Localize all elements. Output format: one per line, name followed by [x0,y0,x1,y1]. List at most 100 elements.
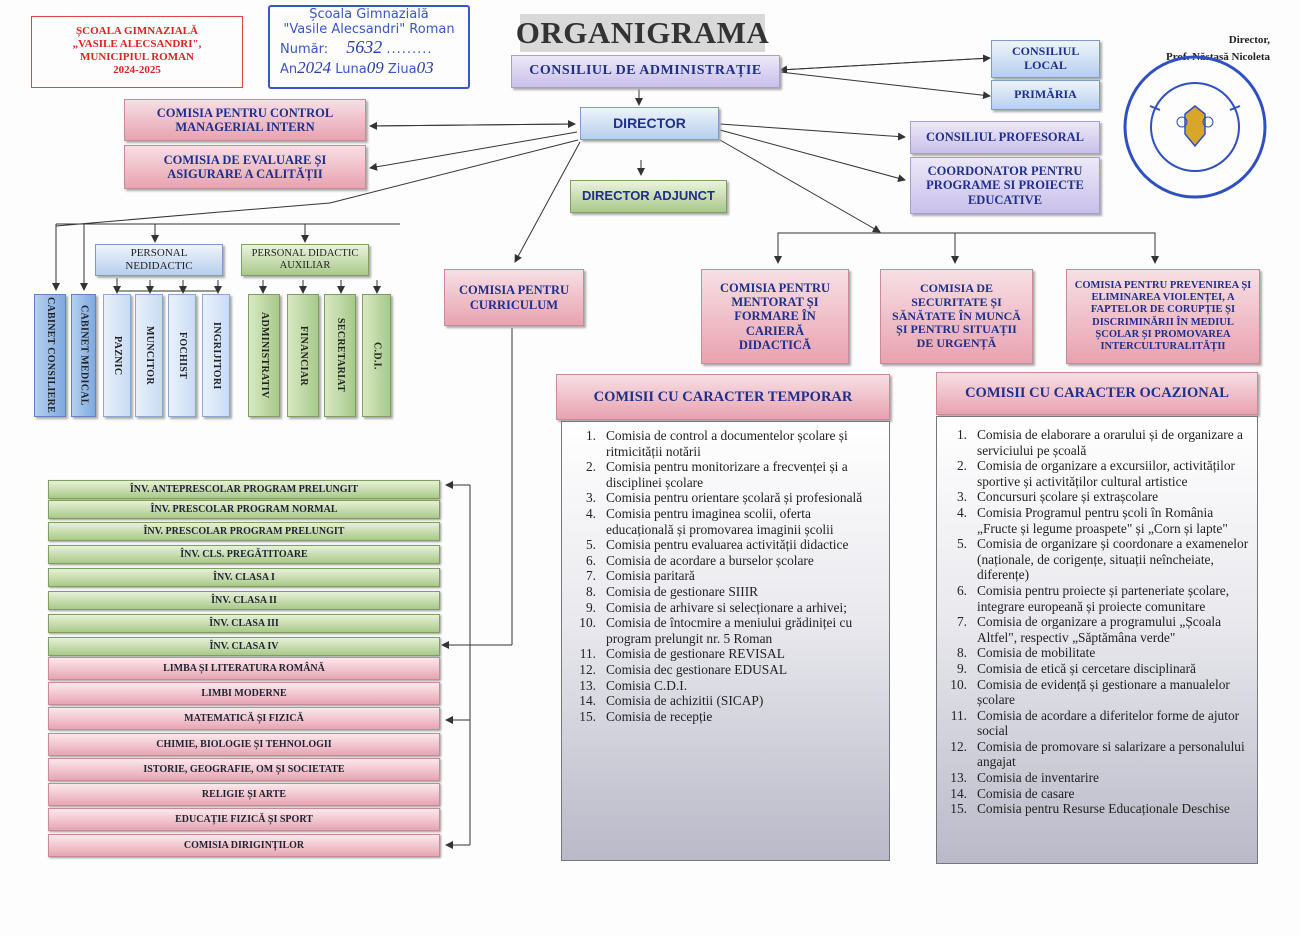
node-cdi: C.D.I. [362,294,391,417]
curriculum-row: ÎNV. CLASA I [48,568,440,587]
node-financiar: FINANCIAR [287,294,319,417]
list-item-number: 9. [585,599,596,615]
list-item-number: 4. [956,504,967,520]
list-item: 13.Comisia C.D.I. [566,678,881,694]
list-item-number: 7. [956,614,967,630]
list-item-text: Comisia de etică și cercetare disciplina… [977,660,1196,676]
node-primaria: PRIMĂRIA [991,80,1100,110]
list-item: 5. Comisia de organizare și coordonare a … [937,536,1251,583]
curriculum-row: ÎNV. CLASA II [48,591,440,610]
curriculum-row: LIMBA ȘI LITERATURA ROMÂNĂ [48,657,440,680]
temporar-list: 1. Comisia de control a documentelor școl… [566,428,881,724]
list-item-number: 11. [579,646,596,662]
list-item-text: Comisia de acordare a diferitelor forme … [977,707,1240,739]
node-control-managerial: COMISIA PENTRU CONTROL MANAGERIAL INTERN [124,99,366,141]
stamp-number-label: Număr: [280,42,329,57]
stamp-year-value: 2024 [297,58,332,77]
list-item-text: Comisia de elaborare a orarului și de or… [977,427,1243,458]
list-item-text: Comisia paritară [606,568,695,584]
ocazional-heading: COMISII CU CARACTER OCAZIONAL [936,372,1258,415]
stamp-line-1: Școala Gimnazială [309,7,429,22]
list-item-number: 1. [585,428,596,443]
list-item-text: Comisia de gestionare SIIIR [606,583,759,599]
list-item-number: 5. [956,536,967,552]
school-name-box: ȘCOALA GIMNAZIALĂ „VASILE ALECSANDRI", M… [31,16,243,88]
list-item: 1.Comisia de elaborare a orarului și de … [937,427,1251,458]
curriculum-row: ÎNV. PRESCOLAR PROGRAM PRELUNGIT [48,522,440,541]
list-item-number: 6. [585,552,596,568]
school-line-3: MUNICIPIUL ROMAN [80,51,194,63]
list-item: 4.Comisia pentru imaginea scolii, oferta… [566,506,881,537]
node-consiliul-administratie: CONSILIUL DE ADMINISTRAȚIE [511,55,780,88]
list-item-text: Comisia de recepție [606,708,713,724]
school-line-2: „VASILE ALECSANDRI", [72,38,202,50]
temporar-heading: COMISII CU CARACTER TEMPORAR [556,374,890,420]
list-item-number: 15. [950,801,967,817]
list-item-number: 7. [585,568,596,584]
curriculum-row: RELIGIE ȘI ARTE [48,783,440,806]
list-item: 12.Comisia de promovare si salarizare a … [937,739,1251,770]
list-item-text: Comisia pentru imaginea scolii, oferta e… [606,505,834,537]
list-item: 3. Comisia pentru orientare școlară și pr… [566,490,881,506]
list-item-number: 3. [585,490,596,506]
node-curriculum: COMISIA PENTRU CURRICULUM [444,269,584,326]
list-item-text: Comisia de organizare și coordonare a ex… [977,536,1249,583]
list-item-number: 15. [579,708,596,724]
list-item-text: Comisia de organizare a programului „Șco… [977,614,1222,645]
stamp-day-label: Ziua [387,62,417,77]
curriculum-row: MATEMATICĂ ȘI FIZICĂ [48,707,440,730]
list-item-number: 11. [950,707,967,723]
list-item-text: Comisia de control a documentelor școlar… [606,428,848,459]
list-item-number: 3. [956,489,967,505]
node-cabinet-consiliere: CABINET CONSILIERE [34,294,66,417]
list-item-number: 13. [950,770,967,786]
curriculum-row: ÎNV. CLS. PREGĂTITOARE [48,545,440,564]
list-item: 4. Comisia Programul pentru școli în Româ… [937,505,1251,536]
node-consiliul-profesoral: CONSILIUL PROFESORAL [910,121,1100,154]
list-item-number: 10. [579,615,596,631]
curriculum-row: LIMBI MODERNE [48,682,440,705]
list-item-text: Comisia pentru orientare școlară și prof… [606,490,863,506]
list-item-number: 14. [579,693,596,709]
list-item-number: 8. [585,583,596,599]
list-item: 12.Comisia dec gestionare EDUSAL [566,662,881,678]
list-item-text: Comisia dec gestionare EDUSAL [606,661,788,677]
list-item: 9.Comisia de etică și cercetare discipli… [937,661,1251,677]
list-item-number: 10. [950,676,967,692]
list-item: 11. Comisia de acordare a diferitelor for… [937,708,1251,739]
list-item: 6. Comisia pentru proiecte și parteneriat… [937,583,1251,614]
list-item-text: Comisia pentru evaluarea activității did… [606,537,849,553]
list-item: 3.Concursuri școlare și extrașcolare [937,489,1251,505]
list-item: 7. Comisia paritară [566,568,881,584]
node-personal-auxiliar: PERSONAL DIDACTIC AUXILIAR [241,244,369,276]
curriculum-row: ÎNV. PRESCOLAR PROGRAM NORMAL [48,500,440,519]
node-secretariat: SECRETARIAT [324,294,356,417]
node-muncitor: MUNCITOR [135,294,163,417]
list-item: 7. Comisia de organizare a programului „Ș… [937,614,1251,645]
list-item-number: 6. [956,582,967,598]
stamp-year-label: An [280,62,298,77]
list-item: 13.Comisia de inventarire [937,770,1251,786]
node-violenta: COMISIA PENTRU PREVENIREA ȘI ELIMINAREA … [1066,269,1260,364]
list-item-text: Comisia Programul pentru școli în Români… [977,504,1228,536]
node-director-adjunct: DIRECTOR ADJUNCT [570,180,727,213]
list-item-text: Comisia pentru proiecte și parteneriate … [977,582,1230,614]
node-director: DIRECTOR [580,107,719,140]
list-item-number: 5. [585,537,596,553]
list-item-number: 12. [950,738,967,754]
node-personal-nedidactic: PERSONAL NEDIDACTIC [95,244,223,276]
list-item-text: Comisia pentru monitorizare a frecvenței… [606,459,848,490]
temporar-panel: 1. Comisia de control a documentelor școl… [561,421,890,861]
list-item: 10.Comisia de întocmire a meniului grădi… [566,615,881,646]
stamp-line-2: "Vasile Alecsandri" Roman [283,22,455,37]
list-item: 11.Comisia de gestionare REVISAL [566,646,881,662]
list-item-text: Comisia de arhivare si selecționare a ar… [606,599,847,615]
stamp-month-value: 09 [366,58,384,77]
list-item: 8.Comisia de mobilitate [937,645,1251,661]
list-item-text: Comisia de achizitii (SICAP) [606,693,764,709]
list-item-text: Comisia de evidență și gestionare a manu… [977,676,1230,708]
node-administrativ: ADMINISTRATIV [248,294,280,417]
page-title: ORGANIGRAMA [515,14,770,52]
stamp-number-value: 5632 [346,37,383,57]
